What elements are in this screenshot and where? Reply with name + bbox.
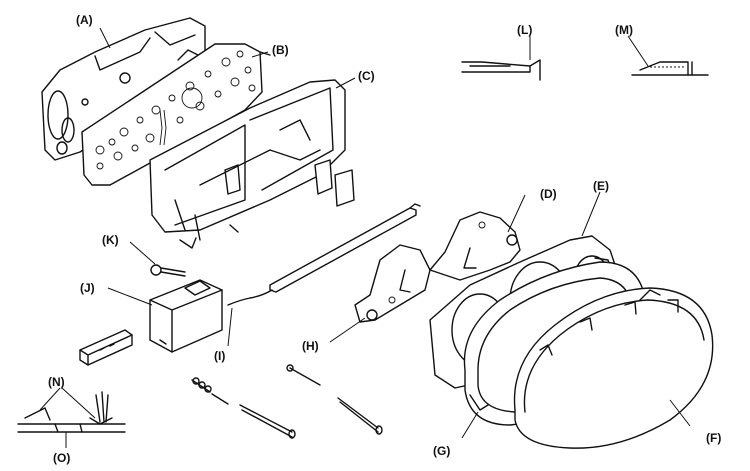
- part-j-module: [149, 279, 223, 353]
- label-g: (G): [433, 444, 450, 458]
- label-f: (F): [706, 431, 721, 445]
- detail-m: [631, 61, 709, 76]
- part-h-small-gauge: [354, 244, 431, 323]
- label-j: (J): [80, 281, 95, 295]
- part-a-rear-case: [41, 17, 206, 161]
- part-k-screw: [150, 264, 186, 277]
- label-m: (M): [615, 23, 633, 37]
- label-a: (A): [76, 13, 93, 27]
- detail-l: [461, 59, 541, 81]
- part-d-gauge-plate: [429, 211, 521, 281]
- label-l: (L): [517, 23, 532, 37]
- label-b: (B): [272, 43, 289, 57]
- label-n: (N): [48, 375, 65, 389]
- leader-lines: [39, 27, 691, 448]
- label-k: (K): [102, 233, 119, 247]
- label-e: (E): [593, 179, 609, 193]
- detail-n-o: [17, 391, 126, 433]
- label-i: (I): [214, 349, 225, 363]
- part-harness-rod: [227, 203, 421, 306]
- part-c-housing: [149, 79, 355, 249]
- part-f-lens-cover: [513, 287, 714, 449]
- label-h: (H): [302, 339, 319, 353]
- label-o: (O): [53, 451, 70, 465]
- label-d: (D): [540, 187, 557, 201]
- label-c: (C): [358, 69, 375, 83]
- part-connector: [79, 329, 133, 366]
- part-bulbs: [191, 364, 383, 439]
